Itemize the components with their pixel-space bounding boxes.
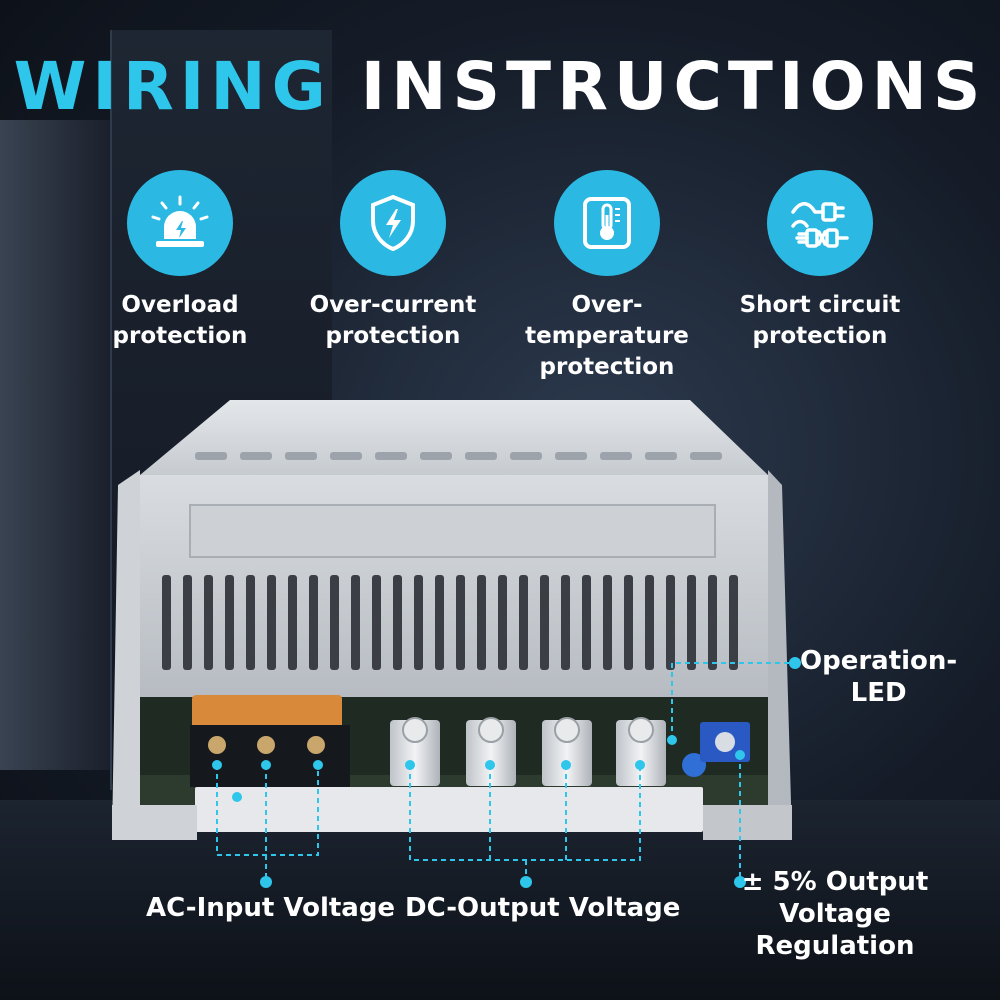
terminal-label-strip [189, 504, 716, 558]
feature-label: Short circuit protection [739, 292, 901, 349]
feature-overload: Overload protection [65, 170, 295, 352]
dc-terminals [390, 717, 666, 786]
ac-terminal-screw [307, 736, 325, 754]
ac-terminal-screw [257, 736, 275, 754]
callout-ac-input: AC-Input Voltage [146, 893, 396, 923]
case-base-left [112, 805, 197, 840]
ac-terminal-screw [208, 736, 226, 754]
feature-short-circuit: Short circuit protection [705, 170, 935, 352]
plug-short-circuit-icon [767, 170, 873, 276]
ac-terminal-cover [192, 695, 342, 731]
feature-label: Overload protection [112, 292, 248, 349]
callout-operation-led: Operation- LED [800, 646, 958, 708]
feature-over-temperature: Over-temperature protection [492, 170, 722, 383]
case-front-lip [195, 787, 703, 832]
front-vent-slots [162, 575, 738, 670]
callout-dc-output: DC-Output Voltage [405, 893, 681, 923]
thermometer-icon [554, 170, 660, 276]
case-side-right [768, 470, 792, 838]
alarm-light-icon [127, 170, 233, 276]
case-base-right [703, 805, 792, 840]
callout-dots [212, 657, 801, 888]
callout-lines [216, 662, 792, 882]
shield-bolt-icon [340, 170, 446, 276]
callout-regulation: ± 5% Output Voltage Regulation [741, 867, 929, 961]
page-title: WIRING INSTRUCTIONS [0, 48, 1000, 125]
background-dark-panel-left [0, 120, 110, 770]
top-vent-slots [195, 452, 722, 460]
feature-label: Over-temperature protection [525, 292, 689, 380]
ac-terminal-block [190, 725, 350, 787]
feature-over-current: Over-current protection [278, 170, 508, 352]
title-main: INSTRUCTIONS [360, 48, 987, 125]
case-side-left [112, 470, 140, 838]
case-top [140, 400, 768, 475]
title-highlight: WIRING [13, 48, 332, 125]
feature-label: Over-current protection [309, 292, 477, 349]
